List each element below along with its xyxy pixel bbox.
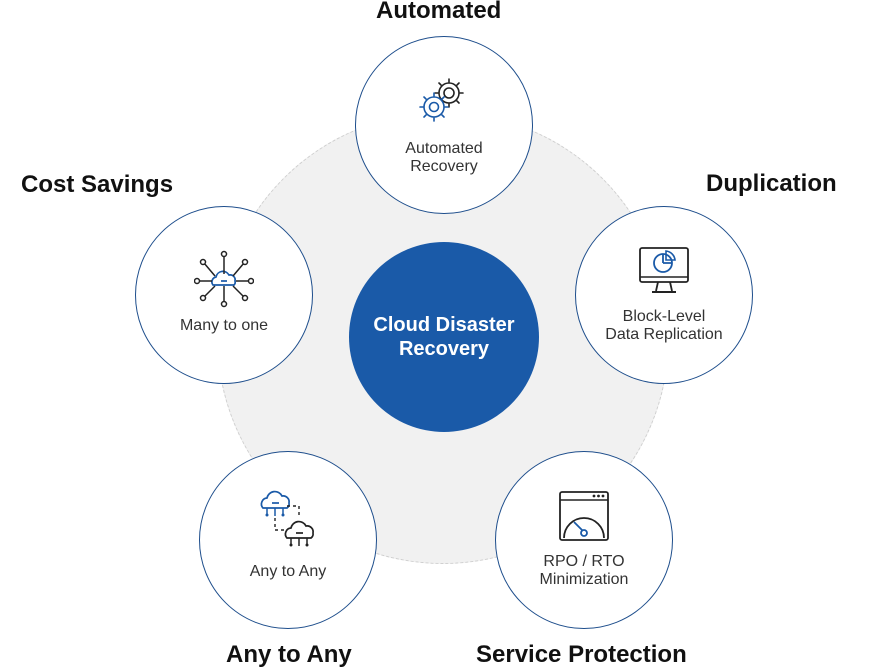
service-protection-node-label: RPO / RTO Minimization [496, 553, 672, 589]
cost-savings-node: Many to one [135, 206, 313, 384]
center-title-line1: Cloud Disaster [373, 314, 515, 336]
cloud-to-cloud-icon [257, 490, 319, 555]
center-circle: Cloud Disaster Recovery [349, 242, 539, 432]
duplication-node-label: Block-Level Data Replication [576, 308, 752, 344]
duplication-heading: Duplication [706, 170, 837, 197]
gears-icon [416, 75, 472, 132]
automated-node: Automated Recovery [355, 36, 533, 214]
duplication-node: Block-Level Data Replication [575, 206, 753, 384]
monitor-pie-chart-icon [638, 245, 690, 302]
any-to-any-node: Any to Any [199, 451, 377, 629]
any-to-any-heading: Any to Any [226, 641, 352, 668]
any-to-any-node-label: Any to Any [200, 563, 376, 581]
speed-gauge-window-icon [558, 490, 610, 547]
cost-savings-node-label-line1: Many to one [179, 317, 269, 334]
cost-savings-node-label: Many to one [136, 317, 312, 335]
automated-node-label-line2: Recovery [410, 158, 478, 175]
cost-savings-heading: Cost Savings [21, 171, 174, 198]
automated-node-label: Automated Recovery [356, 140, 532, 176]
service-protection-node-label-line2: Minimization [539, 571, 629, 588]
automated-node-label-line1: Automated [405, 140, 483, 157]
service-protection-node: RPO / RTO Minimization [495, 451, 673, 629]
center-title-line2: Recovery [398, 338, 490, 360]
service-protection-heading: Service Protection [476, 641, 687, 668]
service-protection-node-label-line1: RPO / RTO [543, 553, 625, 570]
any-to-any-node-label-line1: Any to Any [249, 563, 327, 580]
automated-heading: Automated [376, 0, 502, 24]
duplication-node-label-line1: Block-Level [622, 308, 706, 325]
cloud-network-hub-icon [193, 249, 255, 314]
duplication-node-label-line2: Data Replication [605, 326, 723, 343]
